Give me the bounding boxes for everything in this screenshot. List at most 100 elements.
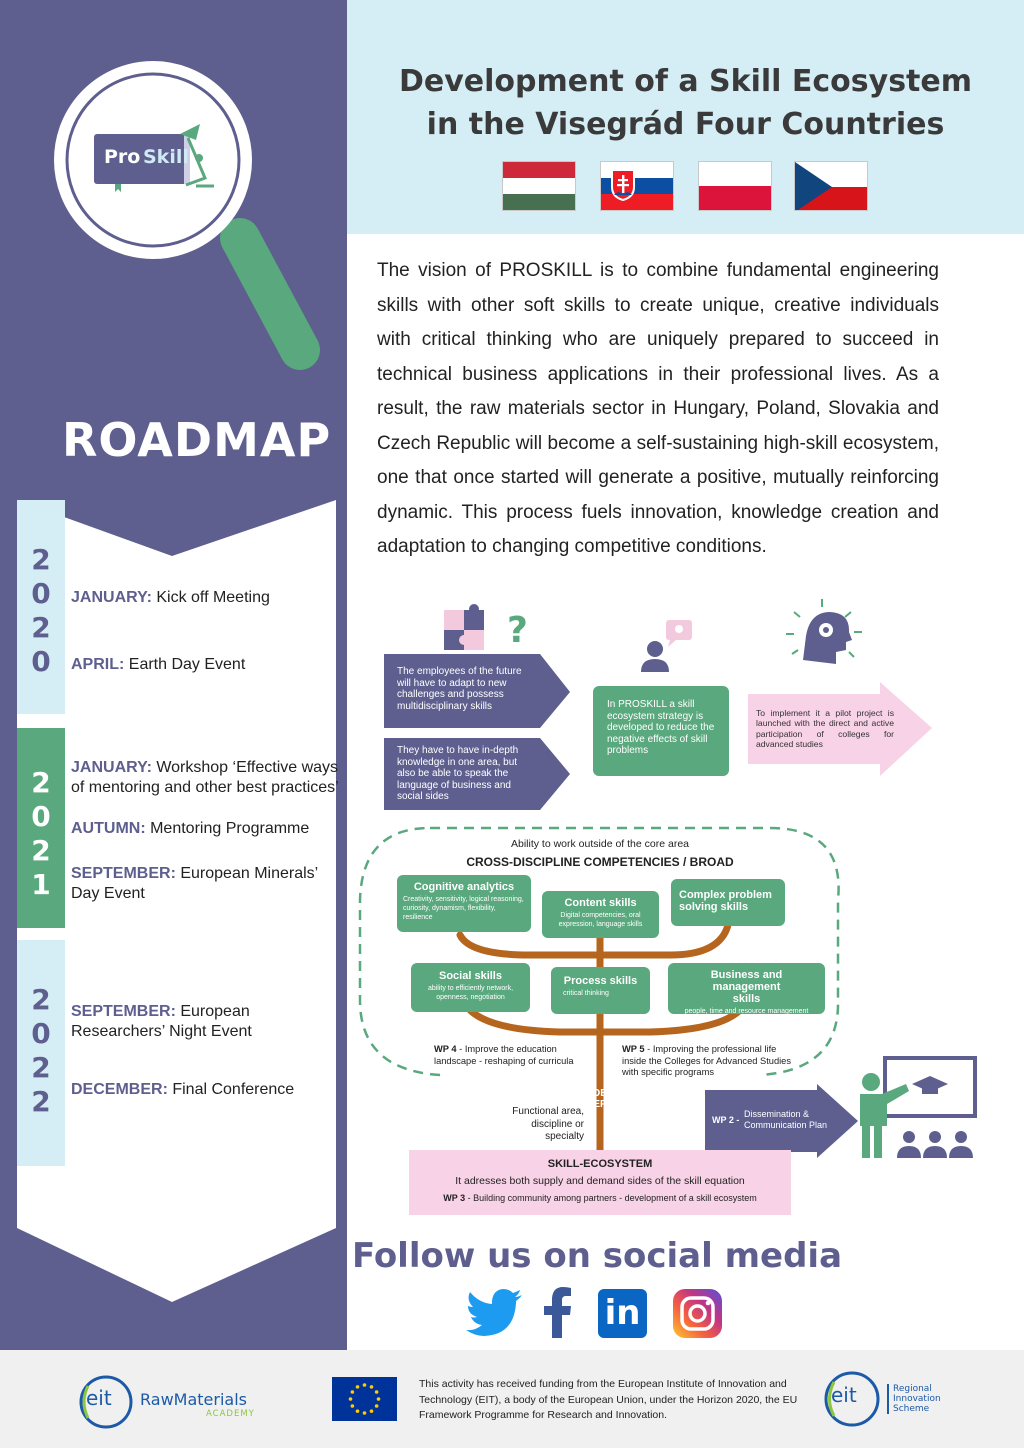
wp-label: WP 4 — [434, 1044, 457, 1054]
page-title-line1: Development of a Skill Ecosystem — [398, 64, 973, 99]
wp5-text: WP 5 - Improving the professional life i… — [622, 1044, 792, 1079]
year-digit: 0 — [31, 645, 51, 678]
follow-us-heading: Follow us on social media — [351, 1236, 843, 1276]
skill-title: Business and management skills — [710, 969, 783, 1005]
event-2022-december: DECEMBER: Final Conference — [71, 1080, 339, 1100]
eu-star — [348, 1397, 353, 1401]
event-2022-september: SEPTEMBER: European Researchers’ Night E… — [71, 1002, 339, 1042]
linkedin-icon[interactable]: in — [598, 1289, 647, 1338]
header: Development of a Skill Ecosystem in the … — [347, 0, 1024, 234]
magnifier-icon — [54, 61, 320, 370]
eit-ris-logo-icon — [824, 1371, 880, 1427]
slovakia-coat-of-arms-icon — [611, 169, 635, 201]
eu-star — [350, 1390, 355, 1394]
wp-label: WP 3 — [443, 1193, 466, 1203]
instagram-icon[interactable] — [673, 1289, 722, 1338]
complex-problem-box: Complex problem solving skills — [671, 879, 785, 926]
year-digit: 2 — [31, 1085, 51, 1118]
eu-star — [362, 1411, 367, 1415]
audience-icon — [897, 1131, 973, 1158]
year-digit: 0 — [31, 577, 51, 610]
twitter-icon[interactable] — [466, 1289, 524, 1337]
facebook-icon[interactable] — [541, 1286, 573, 1338]
event-month: JANUARY: — [71, 759, 152, 776]
academy-text: ACADEMY — [206, 1409, 255, 1419]
year-2021: 2 0 2 1 — [18, 766, 64, 902]
eu-star — [362, 1383, 367, 1387]
eit-ris-logo-text: eit — [831, 1383, 857, 1407]
arrow-employees-text: The employees of the future will have to… — [397, 666, 522, 712]
head-gear-icon — [786, 599, 862, 664]
year-digit: 2 — [31, 611, 51, 644]
event-2020-january: JANUARY: Kick off Meeting — [71, 588, 339, 608]
rawmaterials-text: RawMaterials — [140, 1390, 247, 1409]
wp-label: WP 5 — [622, 1044, 645, 1054]
event-text: European Researchers’ Night Event — [71, 1003, 252, 1040]
eu-star — [355, 1385, 360, 1389]
ability-text: Ability to work outside of the core area — [510, 838, 689, 850]
event-month: SEPTEMBER: — [71, 1003, 176, 1020]
pilot-project-text: To implement it a pilot project is launc… — [756, 708, 894, 749]
process-skills-box: Process skills critical thinking — [551, 967, 650, 1014]
czech-flag-shape — [795, 162, 867, 210]
slovakia-flag — [600, 161, 674, 211]
hungary-flag — [502, 161, 576, 211]
year-digit: 1 — [31, 868, 51, 901]
social-skills-box: Social skills ability to efficiently net… — [411, 963, 530, 1012]
roadmap-title: ROADMAP — [62, 413, 332, 467]
wp4-text: WP 4 - Improve the education landscape -… — [434, 1044, 589, 1067]
event-text: Final Conference — [167, 1081, 295, 1098]
content-skills-box: Content skills Digital competencies, ora… — [542, 891, 659, 938]
event-month: DECEMBER: — [71, 1081, 168, 1098]
ris-line: Regional — [893, 1384, 932, 1394]
skill-subtitle: ability to efficiently network, openness… — [427, 985, 514, 1001]
wp2-label: WP 2 - — [712, 1115, 740, 1125]
eu-star — [355, 1409, 360, 1413]
skill-title: Content skills — [564, 897, 637, 909]
event-month: APRIL: — [71, 656, 125, 673]
cognitive-analytics-box: Cognitive analytics Creativity, sensitiv… — [397, 875, 531, 932]
event-text: Workshop ‘Effective ways of mentoring an… — [71, 759, 339, 796]
year-digit: 2 — [31, 983, 51, 1016]
business-management-box: Business and management skills people, t… — [668, 963, 825, 1015]
wp3-text: WP 3 - Building community among partners… — [409, 1193, 791, 1203]
arrow-knowledge-text: They have to have in-depth knowledge in … — [397, 745, 519, 802]
deep-label: DEEP — [593, 1088, 607, 1110]
year-digit: 2 — [31, 543, 51, 576]
year-2022: 2 0 2 2 — [18, 983, 64, 1119]
year-digit: 0 — [31, 800, 51, 833]
eu-star — [369, 1409, 374, 1413]
event-text: Kick off Meeting — [151, 589, 270, 606]
roadmap-sidebar: Pro Skill ROADMAP 2 0 2 0 JANUARY: Kick … — [0, 0, 347, 1350]
ris-text: Regional Innovation Scheme — [893, 1384, 941, 1414]
footer: eit RawMaterials ACADEMY This activity h… — [0, 1350, 1024, 1448]
skill-subtitle: people, time and resource management — [684, 1008, 809, 1015]
sidebar-background — [0, 0, 347, 1350]
event-2020-april: APRIL: Earth Day Event — [71, 655, 339, 675]
teacher-icon — [860, 1056, 977, 1158]
event-month: JANUARY: — [71, 589, 152, 606]
logo-word-pro: Pro — [104, 146, 141, 168]
event-month: SEPTEMBER: — [71, 865, 176, 882]
person-idea-icon — [641, 620, 692, 672]
skill-title: Complex problem solving skills — [679, 889, 772, 913]
event-month: AUTUMN: — [71, 820, 146, 837]
year-digit: 2 — [31, 834, 51, 867]
skill-subtitle: Creativity, sensitivity, logical reasoni… — [403, 896, 524, 921]
eit-logo-text: eit — [86, 1386, 112, 1410]
poland-flag — [698, 161, 772, 211]
event-2021-january: JANUARY: Workshop ‘Effective ways of men… — [71, 758, 339, 798]
cross-discipline-heading: CROSS-DISCIPLINE COMPETENCIES / BROAD — [466, 855, 734, 869]
eit-rawmaterials-logo-icon — [79, 1375, 133, 1429]
skill-subtitle: critical thinking — [563, 990, 609, 997]
wp2-text: Dissemination & Communication Plan — [744, 1109, 828, 1130]
year-digit: 0 — [31, 1017, 51, 1050]
wp-description: - Building community among partners - de… — [465, 1193, 757, 1203]
event-2021-september: SEPTEMBER: European Minerals’ Day Event — [71, 864, 339, 904]
wp-description: - Improving the professional life inside… — [622, 1044, 792, 1077]
funding-statement: This activity has received funding from … — [419, 1378, 798, 1421]
question-mark-icon: ? — [507, 610, 528, 651]
skill-title: Cognitive analytics — [413, 881, 515, 893]
wp-description: - Improve the education landscape - resh… — [434, 1044, 574, 1066]
czech-flag — [794, 161, 868, 211]
